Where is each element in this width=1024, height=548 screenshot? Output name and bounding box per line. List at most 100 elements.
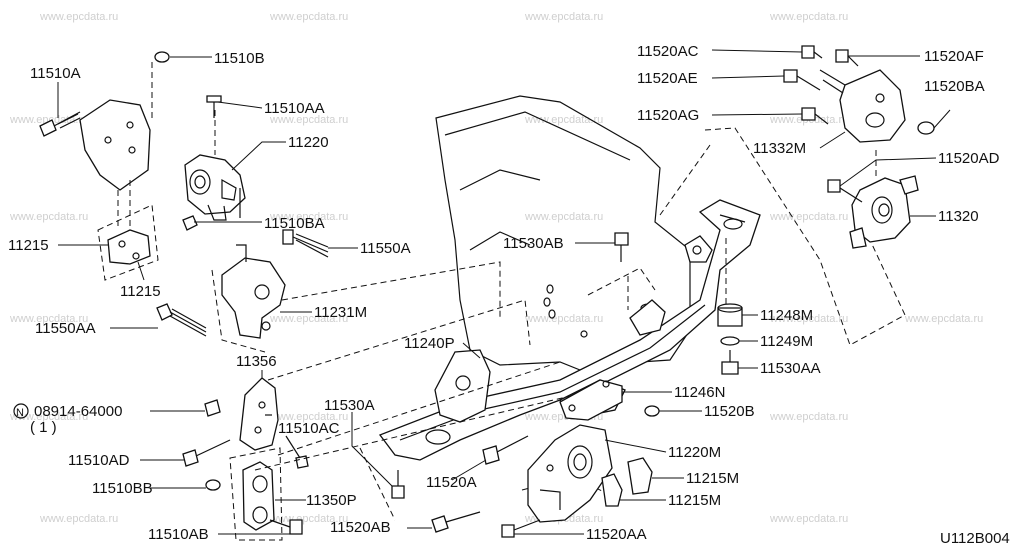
watermark: www.epcdata.ru <box>269 11 348 23</box>
bolt-11520AA <box>501 519 541 538</box>
label-11220M: 11220M <box>668 444 721 461</box>
label-11520BA: 11520BA <box>924 78 985 95</box>
watermark: www.epcdata.ru <box>39 513 118 525</box>
label-11520AB: 11520AB <box>330 519 391 536</box>
bolt-11520AE <box>783 69 821 91</box>
watermark: www.epcdata.ru <box>9 313 88 325</box>
label-11550A: 11550A <box>360 240 411 257</box>
bolt-11510A <box>39 111 81 137</box>
insulator-11220 <box>184 110 246 221</box>
crossmember-holes <box>543 284 588 338</box>
watermark: www.epcdata.ru <box>9 411 88 423</box>
nut-11520BA <box>917 121 935 135</box>
label-11246N: 11246N <box>674 384 725 401</box>
bolt-11530A <box>391 470 405 499</box>
bolt-11550A <box>282 229 329 258</box>
note-circle-icon <box>13 403 29 419</box>
label-11550AA: 11550AA <box>35 320 96 337</box>
part-labels: 11510A 11510B 11510AA 11220 11510BA 1121… <box>8 43 1010 547</box>
label-11520AA: 11520AA <box>586 526 647 543</box>
label-11520AE: 11520AE <box>637 70 698 87</box>
label-11510AC: 11510AC <box>278 420 340 437</box>
watermark: www.epcdata.ru <box>524 211 603 223</box>
label-11249M: 11249M <box>760 333 813 350</box>
label-11520AF: 11520AF <box>924 48 984 65</box>
bracket-11231M <box>211 244 286 353</box>
stopper-11248M <box>717 303 743 327</box>
washer-11510BB <box>205 479 221 491</box>
watermark: www.epcdata.ru <box>769 11 848 23</box>
label-11356: 11356 <box>236 353 277 370</box>
stopper-11215 <box>97 204 159 281</box>
left-upper-bracket <box>79 62 153 228</box>
bolt-11510AA <box>206 95 222 118</box>
watermark: www.epcdata.ru <box>769 211 848 223</box>
bolt-11520AG <box>801 107 829 125</box>
label-11220: 11220 <box>288 134 329 151</box>
label-11520A: 11520A <box>426 474 477 491</box>
insulator-11350P <box>229 447 283 541</box>
watermark: www.epcdata.ru <box>9 114 88 126</box>
label-08914-mark: N <box>16 407 24 419</box>
watermark: www.epcdata.ru <box>39 11 118 23</box>
bolt-11510AC <box>285 435 309 469</box>
insulator-11320 <box>849 150 919 249</box>
watermark: www.epcdata.ru <box>9 211 88 223</box>
label-11520AG: 11520AG <box>637 107 699 124</box>
watermark: www.epcdata.ru <box>769 513 848 525</box>
washer-08914 <box>204 399 221 417</box>
watermark: www.epcdata.ru <box>524 11 603 23</box>
label-11350P: 11350P <box>306 492 357 509</box>
label-11530AA: 11530AA <box>760 360 821 377</box>
bolt-11520AF <box>835 49 859 67</box>
watermark: www.epcdata.ru <box>524 313 603 325</box>
label-11510B: 11510B <box>214 50 265 67</box>
label-08914-64000: 08914-64000 <box>34 403 122 420</box>
watermark: www.epcdata.ru <box>269 513 348 525</box>
stopper-11215M-a <box>627 457 653 495</box>
label-08914-qty: ( 1 ) <box>30 419 57 436</box>
bolt-11520AC <box>801 45 823 59</box>
label-11530A: 11530A <box>324 397 375 414</box>
bolt-11520AD <box>827 179 863 203</box>
watermark: www.epcdata.ru <box>269 313 348 325</box>
bolt-11530AA <box>721 350 739 375</box>
bolt-11530AB <box>614 232 629 262</box>
watermark: www.epcdata.ru <box>269 411 348 423</box>
stopper-11215M-b <box>601 473 623 507</box>
label-11248M: 11248M <box>760 307 813 324</box>
bracket-11246N <box>559 379 623 421</box>
insulator-11220M <box>527 424 613 523</box>
drawing-code: U112B004 <box>940 530 1010 547</box>
watermark: www.epcdata.ru <box>269 114 348 126</box>
nut-11510B <box>154 51 170 63</box>
label-11510BA: 11510BA <box>264 215 325 232</box>
bolt-11510AD <box>182 439 231 467</box>
label-11520AC: 11520AC <box>637 43 699 60</box>
label-11215-a: 11215 <box>8 237 49 254</box>
label-11510AB: 11510AB <box>148 526 209 543</box>
watermark: www.epcdata.ru <box>769 411 848 423</box>
label-11240P: 11240P <box>404 335 455 352</box>
bolt-11550AA <box>156 303 207 337</box>
watermark: www.epcdata.ru <box>269 211 348 223</box>
label-11215-b: 11215 <box>120 283 161 300</box>
label-11510AD: 11510AD <box>68 452 130 469</box>
leader-lines <box>57 49 951 535</box>
label-11530AB: 11530AB <box>503 235 564 252</box>
washer-11249M <box>720 336 740 346</box>
watermark: www.epcdata.ru <box>524 114 603 126</box>
label-11215M-a: 11215M <box>686 470 739 487</box>
bolt-11520A <box>482 435 529 465</box>
label-11520B: 11520B <box>704 403 755 420</box>
bracket-11332M <box>819 69 906 143</box>
label-11510BB: 11510BB <box>92 480 153 497</box>
label-11320: 11320 <box>938 208 979 225</box>
nut-11520B <box>644 405 660 417</box>
watermark: www.epcdata.ru <box>769 313 848 325</box>
washer-11510BA <box>182 188 241 231</box>
bolt-11510AB <box>269 519 303 535</box>
label-11510AA: 11510AA <box>264 100 325 117</box>
